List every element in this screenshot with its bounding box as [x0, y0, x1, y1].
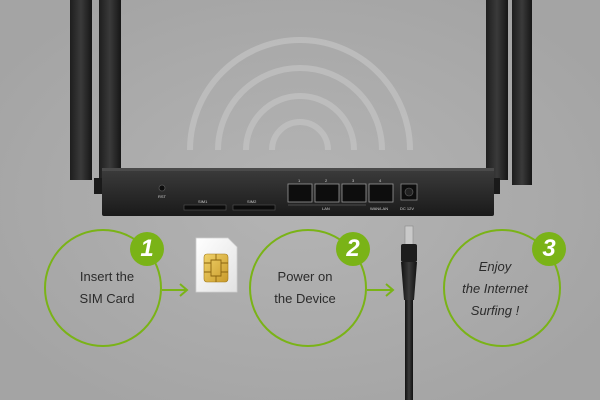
step-circle-1 — [44, 229, 162, 347]
sim-slot-2-label: SIM2 — [247, 199, 257, 204]
antenna — [99, 0, 121, 185]
port-number: 1 — [298, 178, 301, 183]
step-circle-3 — [443, 229, 561, 347]
power-label: DC 12V — [400, 206, 415, 211]
step-3-text: Enjoy the Internet Surfing ! — [440, 256, 550, 322]
antennas — [70, 0, 532, 194]
wifi-signal-icon — [187, 37, 413, 151]
wan-lan-label: WAN/LAN — [370, 206, 389, 211]
sim-slot-1-label: SIM1 — [198, 199, 208, 204]
router-back-panel — [102, 168, 494, 216]
antenna — [512, 0, 532, 185]
ethernet-port[interactable] — [368, 183, 394, 203]
step-1-text: Insert the SIM Card — [52, 266, 162, 310]
step-number-badge: 3 — [532, 232, 566, 266]
ethernet-port[interactable] — [287, 183, 313, 203]
step-number-badge: 2 — [336, 232, 370, 266]
step-circle-2 — [249, 229, 367, 347]
step-text-line: Power on — [277, 269, 333, 284]
ethernet-port[interactable] — [341, 183, 367, 203]
step-text-line: the Internet — [462, 281, 528, 296]
antenna — [70, 0, 92, 180]
port-number: 2 — [325, 178, 328, 183]
step-number-badge: 1 — [130, 232, 164, 266]
sim-slot-1[interactable] — [183, 204, 227, 211]
arrow-right-icon — [367, 283, 395, 297]
sim-card-icon — [195, 237, 238, 293]
antenna — [486, 0, 508, 180]
step-text-line: the Device — [274, 291, 336, 306]
arrow-right-icon — [162, 283, 189, 297]
lan-label: LAN — [322, 206, 330, 211]
ethernet-ports — [287, 183, 394, 206]
step-text-line: SIM Card — [79, 291, 135, 306]
port-number: 4 — [379, 178, 382, 183]
step-2-text: Power on the Device — [250, 266, 360, 310]
sim-slot-2[interactable] — [232, 204, 276, 211]
port-number: 3 — [352, 178, 355, 183]
reset-label: RST — [158, 194, 166, 199]
step-text-line: Surfing ! — [470, 303, 520, 318]
power-cable-icon — [401, 225, 417, 400]
step-text-line: Enjoy — [478, 259, 512, 274]
step-text-line: Insert the — [79, 269, 135, 284]
ethernet-port[interactable] — [314, 183, 340, 203]
reset-button[interactable] — [158, 184, 166, 192]
